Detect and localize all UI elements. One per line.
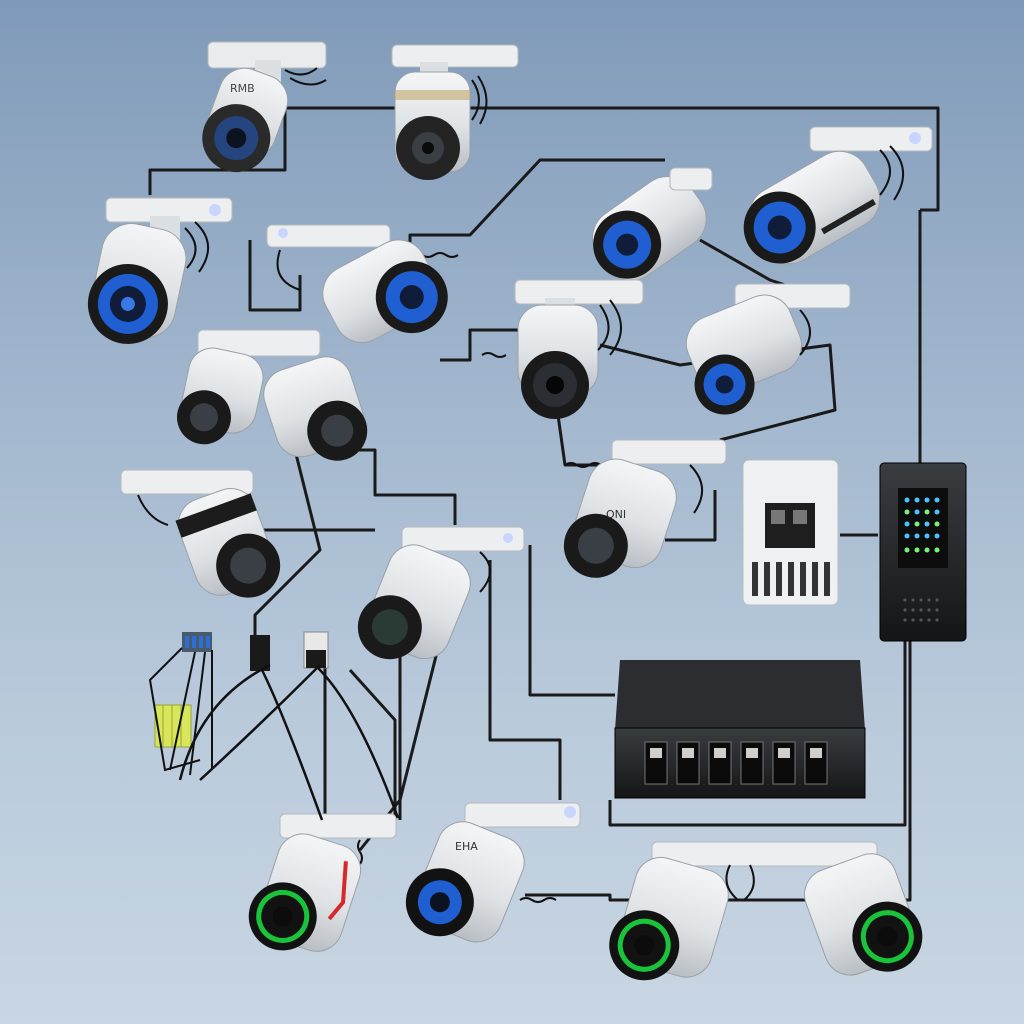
camera-mount <box>401 526 525 552</box>
camera-mount <box>266 224 391 248</box>
twisted-wires <box>357 252 602 903</box>
wire-switch-bottom <box>608 640 907 827</box>
camera-label: ONI <box>606 508 626 521</box>
camera-mount <box>120 469 254 495</box>
camera-6 <box>743 126 933 265</box>
wire-right-lower <box>599 343 837 442</box>
camera-1: RMB <box>202 41 327 173</box>
camera-mount <box>514 279 644 305</box>
camera-2 <box>391 44 519 180</box>
network-switch <box>614 660 866 799</box>
wire-mid-mid <box>440 328 520 362</box>
camera-mount <box>279 813 397 839</box>
camera-label: EHA <box>455 840 478 853</box>
camera-15-green-double <box>609 841 923 981</box>
wire-cam-drop <box>556 414 620 467</box>
camera-11 <box>357 526 525 660</box>
wire-mid-drop <box>488 560 562 800</box>
status-leds <box>904 497 940 553</box>
camera-12: ONI <box>563 439 727 578</box>
wire-switch-left <box>528 545 615 697</box>
wire-drop-1 <box>253 449 322 640</box>
power-adapters <box>178 631 400 821</box>
camera-14-blue: EHA <box>405 802 581 943</box>
camera-3 <box>87 197 233 344</box>
terminal-block <box>148 632 213 776</box>
camera-8 <box>685 283 851 415</box>
camera-mount <box>391 44 519 68</box>
camera-mount <box>197 329 321 357</box>
camera-mount <box>464 802 581 828</box>
camera-5 <box>592 167 713 281</box>
camera-7 <box>514 279 644 419</box>
terminal-row <box>752 562 830 596</box>
power-distribution-box <box>742 459 839 606</box>
camera-4 <box>266 224 448 343</box>
camera-10 <box>120 469 281 598</box>
wire-left-top <box>148 108 287 195</box>
wire-left-mid <box>248 240 302 312</box>
controller-panel <box>879 462 967 642</box>
camera-mount <box>611 439 727 465</box>
wire-cam-left3 <box>320 448 457 525</box>
wire-trunk-top <box>285 106 940 212</box>
camera-9-double <box>176 329 368 461</box>
camera-13-green <box>248 813 397 952</box>
speaker-grille <box>903 598 939 622</box>
camera-label: RMB <box>230 82 255 95</box>
wire-bottom-mid <box>348 668 397 830</box>
camera-mount <box>809 126 933 152</box>
wire-ctrl-cam <box>665 490 717 542</box>
